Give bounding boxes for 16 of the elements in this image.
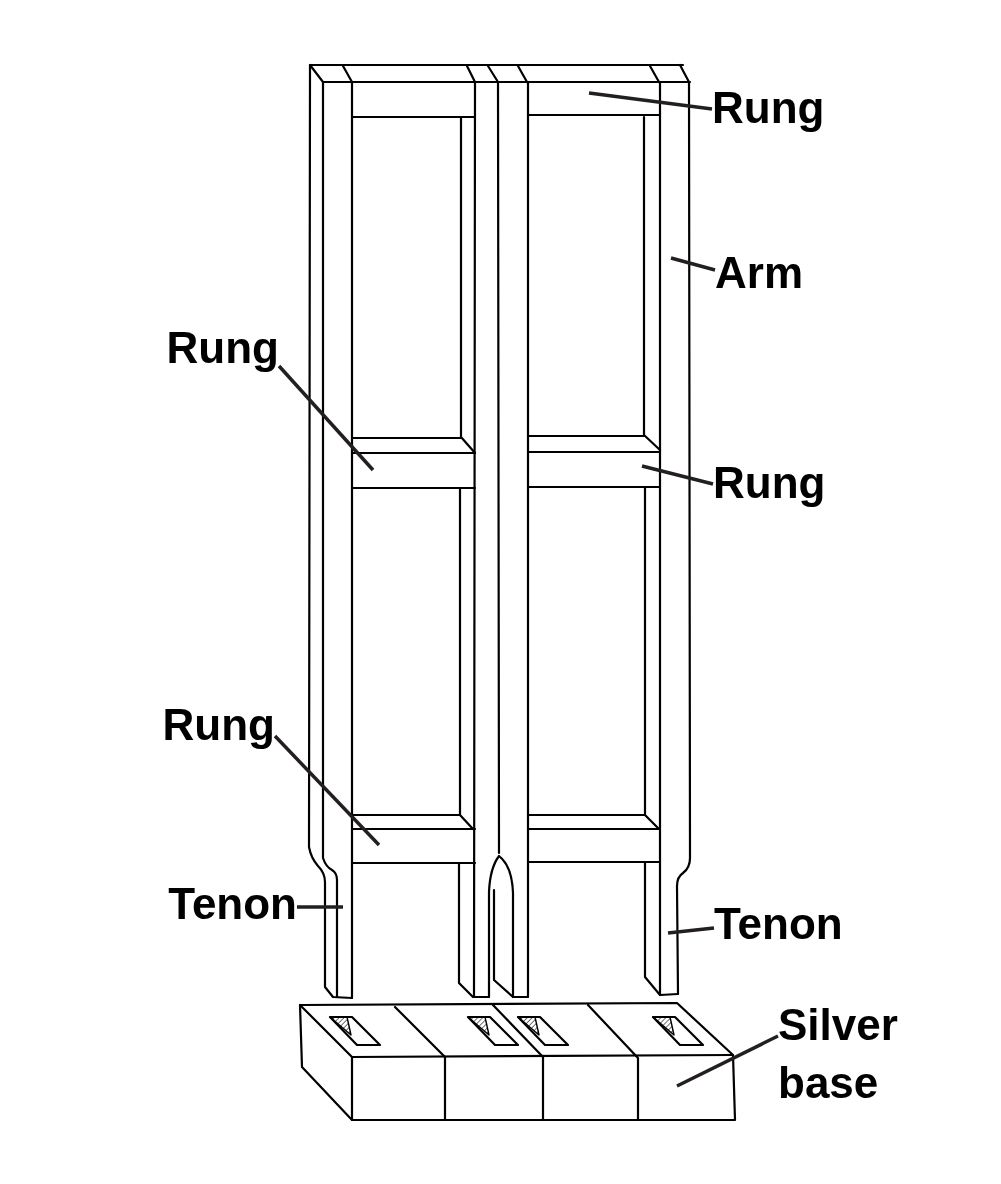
leader-line bbox=[676, 1034, 779, 1088]
part-label: Tenon bbox=[714, 902, 843, 946]
part-label: Rung bbox=[166, 326, 279, 370]
leader-line bbox=[670, 256, 716, 272]
leader-line bbox=[641, 464, 714, 486]
leader-line bbox=[588, 91, 713, 111]
part-label: Rung bbox=[712, 86, 825, 130]
leader-line bbox=[297, 905, 343, 909]
leader-line bbox=[277, 364, 375, 472]
part-label: Arm bbox=[715, 251, 804, 295]
leader-line bbox=[667, 926, 715, 935]
leader-line bbox=[273, 734, 381, 847]
part-label: Rung bbox=[162, 703, 275, 747]
part-label: Rung bbox=[713, 461, 826, 505]
part-label: Silver base bbox=[778, 996, 898, 1112]
part-label: Tenon bbox=[168, 882, 297, 926]
